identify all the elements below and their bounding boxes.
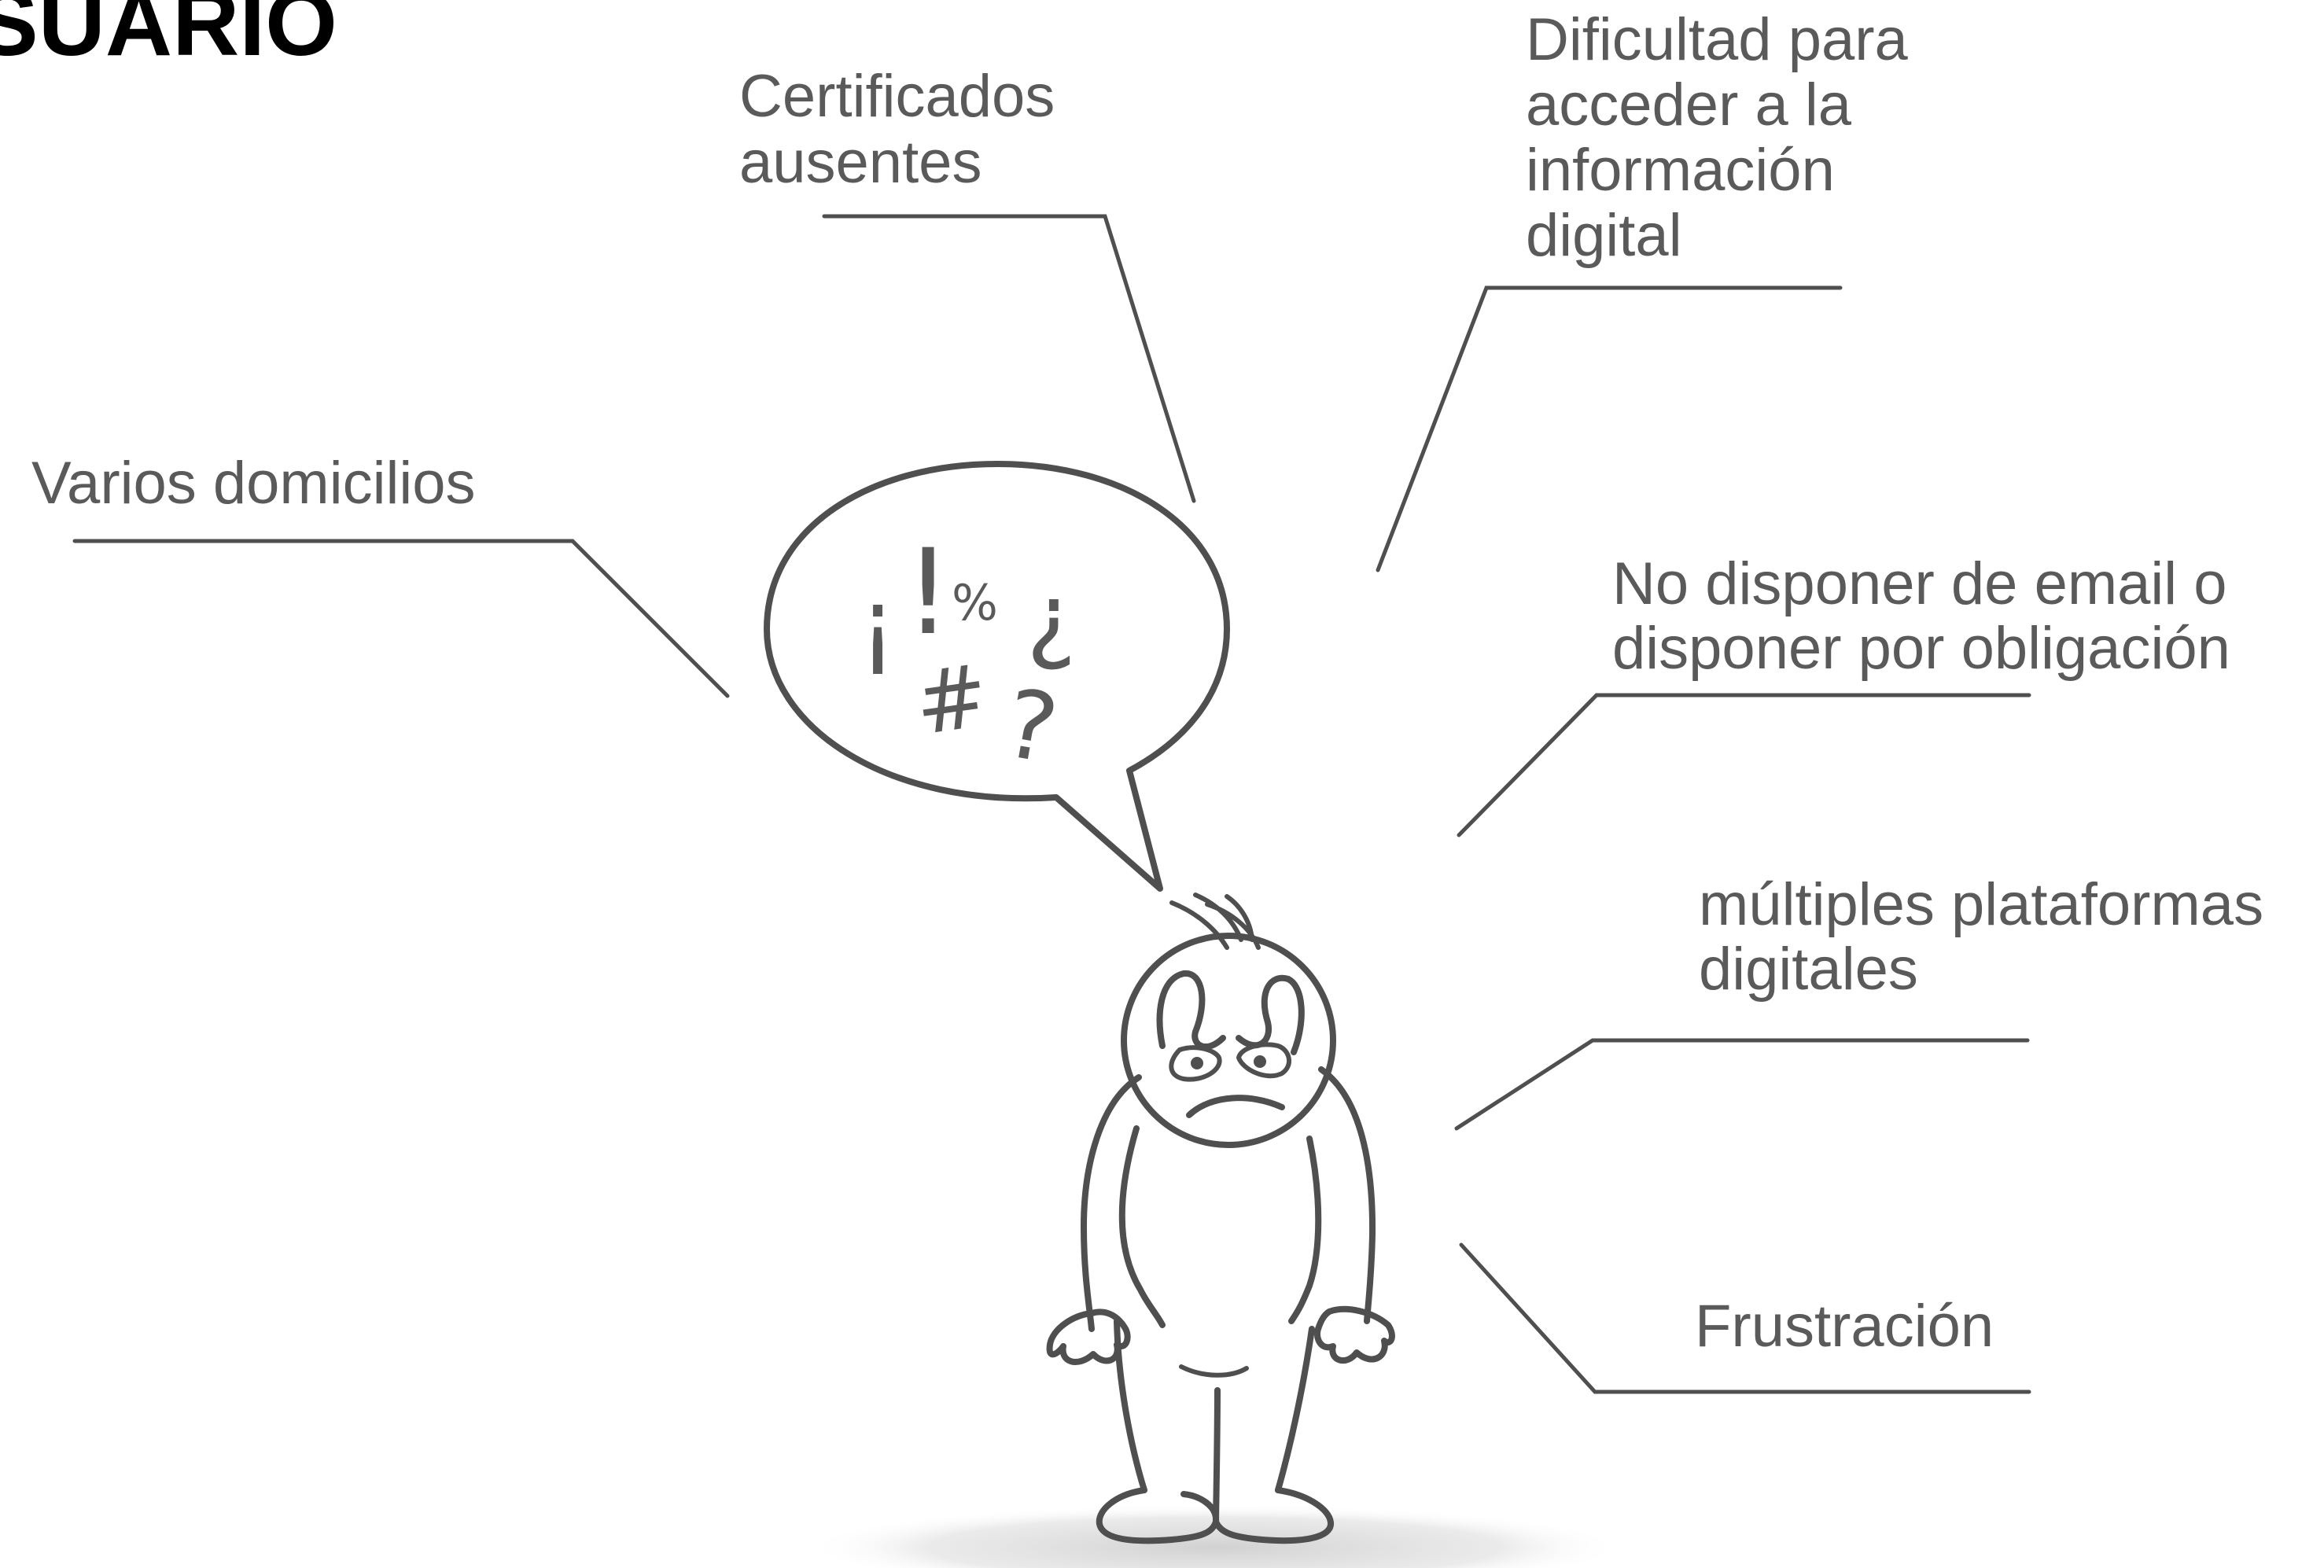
symbol-exclamation: ! [904, 525, 952, 661]
left-eye [1169, 1045, 1222, 1082]
right-leg [1275, 1326, 1315, 1493]
label-frustracion-line-1: Frustración [1695, 1293, 1994, 1360]
right-eye [1236, 1042, 1291, 1079]
speech-bubble: ¡ ! % ¿ # ? [764, 461, 1230, 892]
symbol-hash: # [908, 645, 994, 755]
label-certificados-line-2: ausentes [739, 129, 982, 196]
label-email-line-2: disponer por obligación [1612, 615, 2230, 682]
label-dificultad-line-3: información [1526, 137, 1835, 204]
left-eyebrow [1156, 970, 1226, 1050]
angry-figure-illustration [1046, 893, 1395, 1544]
hip-curve [1179, 1364, 1249, 1378]
label-certificados: Certificados ausentes [739, 63, 1055, 196]
speech-bubble-outline [764, 461, 1230, 892]
label-email-line-1: No disponer de email o [1612, 550, 2227, 617]
label-dificultad-line-4: digital [1526, 202, 1682, 269]
right-arm-inner [1288, 1136, 1322, 1324]
label-domicilios: Varios domicilios [31, 450, 476, 517]
symbol-inverted-question: ¿ [1026, 565, 1077, 674]
leader-dificultad [1376, 285, 1843, 572]
head [1121, 933, 1336, 1148]
leader-certificados [822, 214, 1196, 503]
label-dificultad: Dificultad para acceder a la información… [1526, 6, 1909, 269]
label-frustracion: Frustración [1695, 1293, 1994, 1360]
symbol-percent: % [952, 574, 998, 631]
left-foot [1096, 1487, 1220, 1544]
symbol-question: ? [997, 669, 1066, 786]
ground-shadow [806, 1504, 1624, 1568]
left-arm-inner [1118, 1125, 1166, 1328]
label-plataformas-line-2: digitales [1699, 936, 1918, 1003]
label-dificultad-line-1: Dificultad para [1526, 6, 1909, 73]
right-eyebrow [1236, 974, 1305, 1055]
leader-frustracion [1459, 1242, 2031, 1394]
frown-mouth [1186, 1095, 1285, 1118]
leader-domicilios [72, 539, 730, 698]
left-fist [1046, 1309, 1131, 1365]
right-foot [1213, 1487, 1334, 1544]
symbol-inverted-exclamation: ¡ [859, 570, 897, 679]
label-domicilios-line-1: Varios domicilios [31, 450, 476, 517]
left-pupil [1191, 1057, 1203, 1069]
label-plataformas-line-1: múltiples plataformas [1699, 871, 2263, 938]
left-leg [1114, 1318, 1147, 1493]
label-email: No disponer de email o disponer por obli… [1612, 550, 2230, 682]
label-certificados-line-1: Certificados [739, 63, 1055, 130]
hair [1169, 893, 1261, 950]
body-right [1318, 1066, 1376, 1324]
label-dificultad-line-2: acceder a la [1526, 72, 1852, 138]
leader-plataformas [1454, 1038, 2030, 1131]
page-title: SUARIO [0, 0, 337, 75]
right-pupil [1254, 1055, 1266, 1068]
body-left [1081, 1074, 1142, 1332]
right-fist [1314, 1305, 1395, 1364]
label-plataformas: múltiples plataformas digitales [1699, 871, 2263, 1003]
leader-email [1457, 693, 2031, 837]
leg-divider [1213, 1387, 1221, 1525]
